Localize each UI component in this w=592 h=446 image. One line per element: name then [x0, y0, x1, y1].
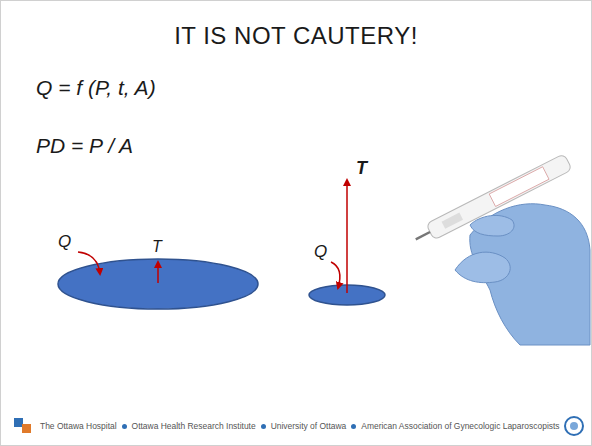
footer-text: University of Ottawa: [271, 421, 347, 431]
footer-text: American Association of Gynecologic Lapa…: [361, 421, 559, 431]
hospital-logo: [14, 418, 31, 433]
heat-arrow: [331, 262, 340, 288]
footer-bullet: [122, 424, 127, 429]
formula: PD = P / A: [36, 134, 133, 158]
temperature-label: T: [152, 238, 162, 256]
footer-text: Ottawa Health Research Institute: [132, 421, 256, 431]
association-logo: [565, 417, 583, 435]
heat-label: Q: [314, 242, 327, 262]
footer-bullet: [261, 424, 266, 429]
large-contact-area: [58, 259, 258, 309]
temperature-arrow: [157, 262, 159, 283]
heat-label: Q: [58, 232, 71, 252]
slide-title: IT IS NOT CAUTERY!: [0, 22, 592, 50]
footer-bullet: [351, 424, 356, 429]
hand-with-pen: [412, 154, 590, 345]
temperature-arrow: [346, 180, 348, 293]
temperature-label: T: [356, 158, 367, 179]
footer-text: The Ottawa Hospital: [40, 421, 117, 431]
footer: The Ottawa Hospital Ottawa Health Researc…: [40, 418, 560, 434]
heat-arrow: [78, 252, 100, 274]
formula: Q = f (P, t, A): [36, 76, 156, 100]
